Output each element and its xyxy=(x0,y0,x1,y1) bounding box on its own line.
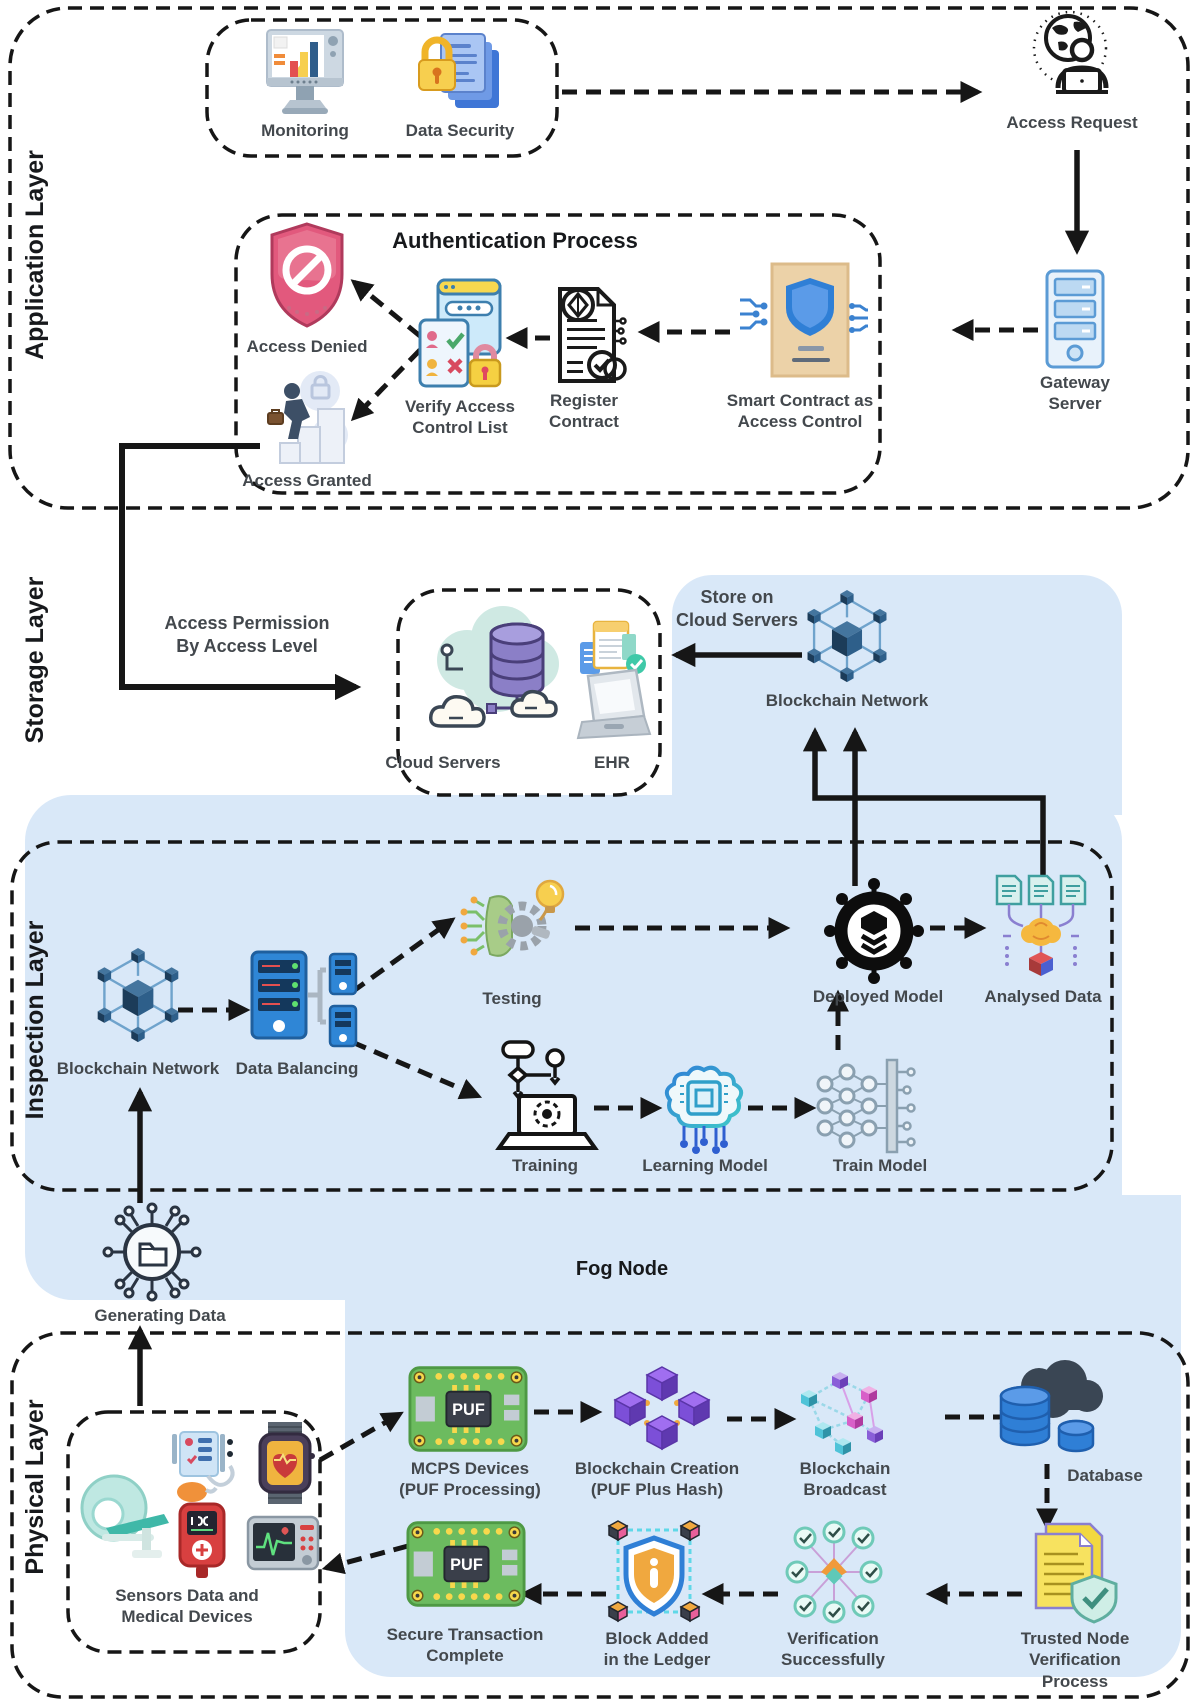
arrow-access-permission xyxy=(119,443,362,701)
training-label: Training xyxy=(511,1156,579,1175)
learning-model-label: Learning Model xyxy=(642,1156,768,1175)
cloud-ehr-box xyxy=(396,588,662,797)
access-denied-icon xyxy=(266,220,348,332)
analysed-data-icon xyxy=(993,872,1089,982)
puf-chip-label: PUF xyxy=(450,1556,483,1574)
authentication-process-title: Authentication Process xyxy=(392,228,638,253)
database-label: Database xyxy=(1067,1466,1143,1485)
blockchain-broadcast-label: Blockchain Broadcast xyxy=(799,1459,891,1500)
storage-blockchain-label: Blockchain Network xyxy=(765,691,929,710)
testing-label: Testing xyxy=(482,989,542,1008)
data-balancing-label: Data Balancing xyxy=(235,1059,359,1078)
trusted-node-icon xyxy=(1026,1522,1118,1626)
monitoring-icon xyxy=(262,28,348,120)
deployed-model-icon xyxy=(820,878,928,984)
store-on-cloud-label: Store on Cloud Servers xyxy=(675,587,799,630)
smart-contract-label: Smart Contract as Access Control xyxy=(726,391,874,432)
mri-scanner-icon xyxy=(76,1468,172,1570)
ecg-monitor-icon xyxy=(246,1515,320,1575)
database-icon xyxy=(983,1360,1105,1458)
arrow-verify-to-granted xyxy=(350,348,422,422)
verification-icon xyxy=(783,1520,885,1624)
analysed-data-label: Analysed Data xyxy=(984,987,1102,1006)
monitoring-label: Monitoring xyxy=(261,121,349,140)
physical-layer-label: Physical Layer xyxy=(21,1399,49,1575)
access-request-icon xyxy=(1022,8,1118,110)
smartwatch-icon xyxy=(254,1422,316,1504)
deployed-model-label: Deployed Model xyxy=(812,987,944,1006)
blockchain-creation-icon xyxy=(603,1365,721,1457)
data-balancing-icon xyxy=(250,948,360,1054)
access-permission-label: Access Permission By Access Level xyxy=(164,613,330,656)
cloud-servers-label: Cloud Servers xyxy=(385,753,501,772)
puf-chip-label: PUF xyxy=(452,1401,485,1419)
blockchain-network-icon xyxy=(90,946,186,1048)
register-contract-label: Register Contract xyxy=(549,391,619,432)
generating-data-icon xyxy=(100,1200,204,1304)
mcps-label: MCPS Devices (PUF Processing) xyxy=(399,1459,541,1500)
sensors-label: Sensors Data and Medical Devices xyxy=(115,1586,259,1627)
access-request-label: Access Request xyxy=(1006,113,1138,132)
access-granted-icon xyxy=(262,365,350,467)
glucometer-icon xyxy=(178,1502,226,1580)
access-granted-label: Access Granted xyxy=(242,471,372,490)
verify-acl-label: Verify Access Control List xyxy=(405,397,515,438)
gateway-server-label: Gateway Server xyxy=(1040,373,1110,414)
arrow-verify-to-denied xyxy=(350,279,422,338)
application-layer-label: Application Layer xyxy=(21,150,49,360)
verify-acl-icon xyxy=(418,278,502,390)
secure-transaction-label: Secure Transaction Complete xyxy=(386,1625,544,1666)
arrow-analysed-to-blockchain xyxy=(802,727,1046,876)
inspection-layer-label: Inspection Layer xyxy=(21,920,49,1120)
trusted-node-label: Trusted Node Verification Process xyxy=(1020,1629,1130,1691)
register-contract-icon xyxy=(550,283,627,385)
fog-region-top-tab xyxy=(672,575,1122,815)
block-added-label: Block Added in the Ledger xyxy=(603,1629,711,1670)
gateway-server-icon xyxy=(1044,268,1106,370)
generating-data-label: Generating Data xyxy=(94,1306,226,1325)
blockchain-creation-label: Blockchain Creation (PUF Plus Hash) xyxy=(574,1459,740,1500)
ehr-label: EHR xyxy=(594,753,630,772)
ehr-icon xyxy=(576,612,652,752)
puf-board-icon: PUF xyxy=(406,1520,526,1608)
access-denied-label: Access Denied xyxy=(246,337,368,356)
fog-node-title: Fog Node xyxy=(575,1258,669,1280)
testing-icon xyxy=(460,878,568,978)
train-model-icon xyxy=(813,1050,923,1160)
physical-layer-box xyxy=(10,1331,1190,1699)
arrow-secure-to-sensors xyxy=(321,1543,409,1575)
blockchain-broadcast-icon xyxy=(793,1368,887,1458)
puf-board-icon: PUF xyxy=(408,1365,528,1453)
inspection-blockchain-label: Blockchain Network xyxy=(56,1059,220,1078)
learning-model-icon xyxy=(658,1052,750,1160)
cloud-servers-icon xyxy=(425,598,563,750)
train-model-label: Train Model xyxy=(832,1156,928,1175)
storage-layer-label: Storage Layer xyxy=(21,576,49,744)
arrow-balancing-to-training xyxy=(351,1039,483,1100)
sensors-box xyxy=(66,1410,322,1654)
arrow-sensors-to-mcps xyxy=(318,1411,404,1463)
arrow-balancing-to-testing xyxy=(350,917,456,995)
blockchain-network-icon xyxy=(800,588,894,688)
training-icon xyxy=(495,1040,599,1152)
data-security-icon xyxy=(415,28,505,120)
data-security-label: Data Security xyxy=(405,121,515,140)
smart-contract-icon xyxy=(738,262,870,380)
application-layer-box xyxy=(8,6,1190,510)
authentication-process-box xyxy=(234,213,882,495)
blood-pressure-icon xyxy=(162,1430,242,1508)
block-added-icon xyxy=(606,1518,702,1624)
verification-label: Verification Successfully xyxy=(781,1629,885,1670)
monitoring-security-box xyxy=(205,18,559,158)
